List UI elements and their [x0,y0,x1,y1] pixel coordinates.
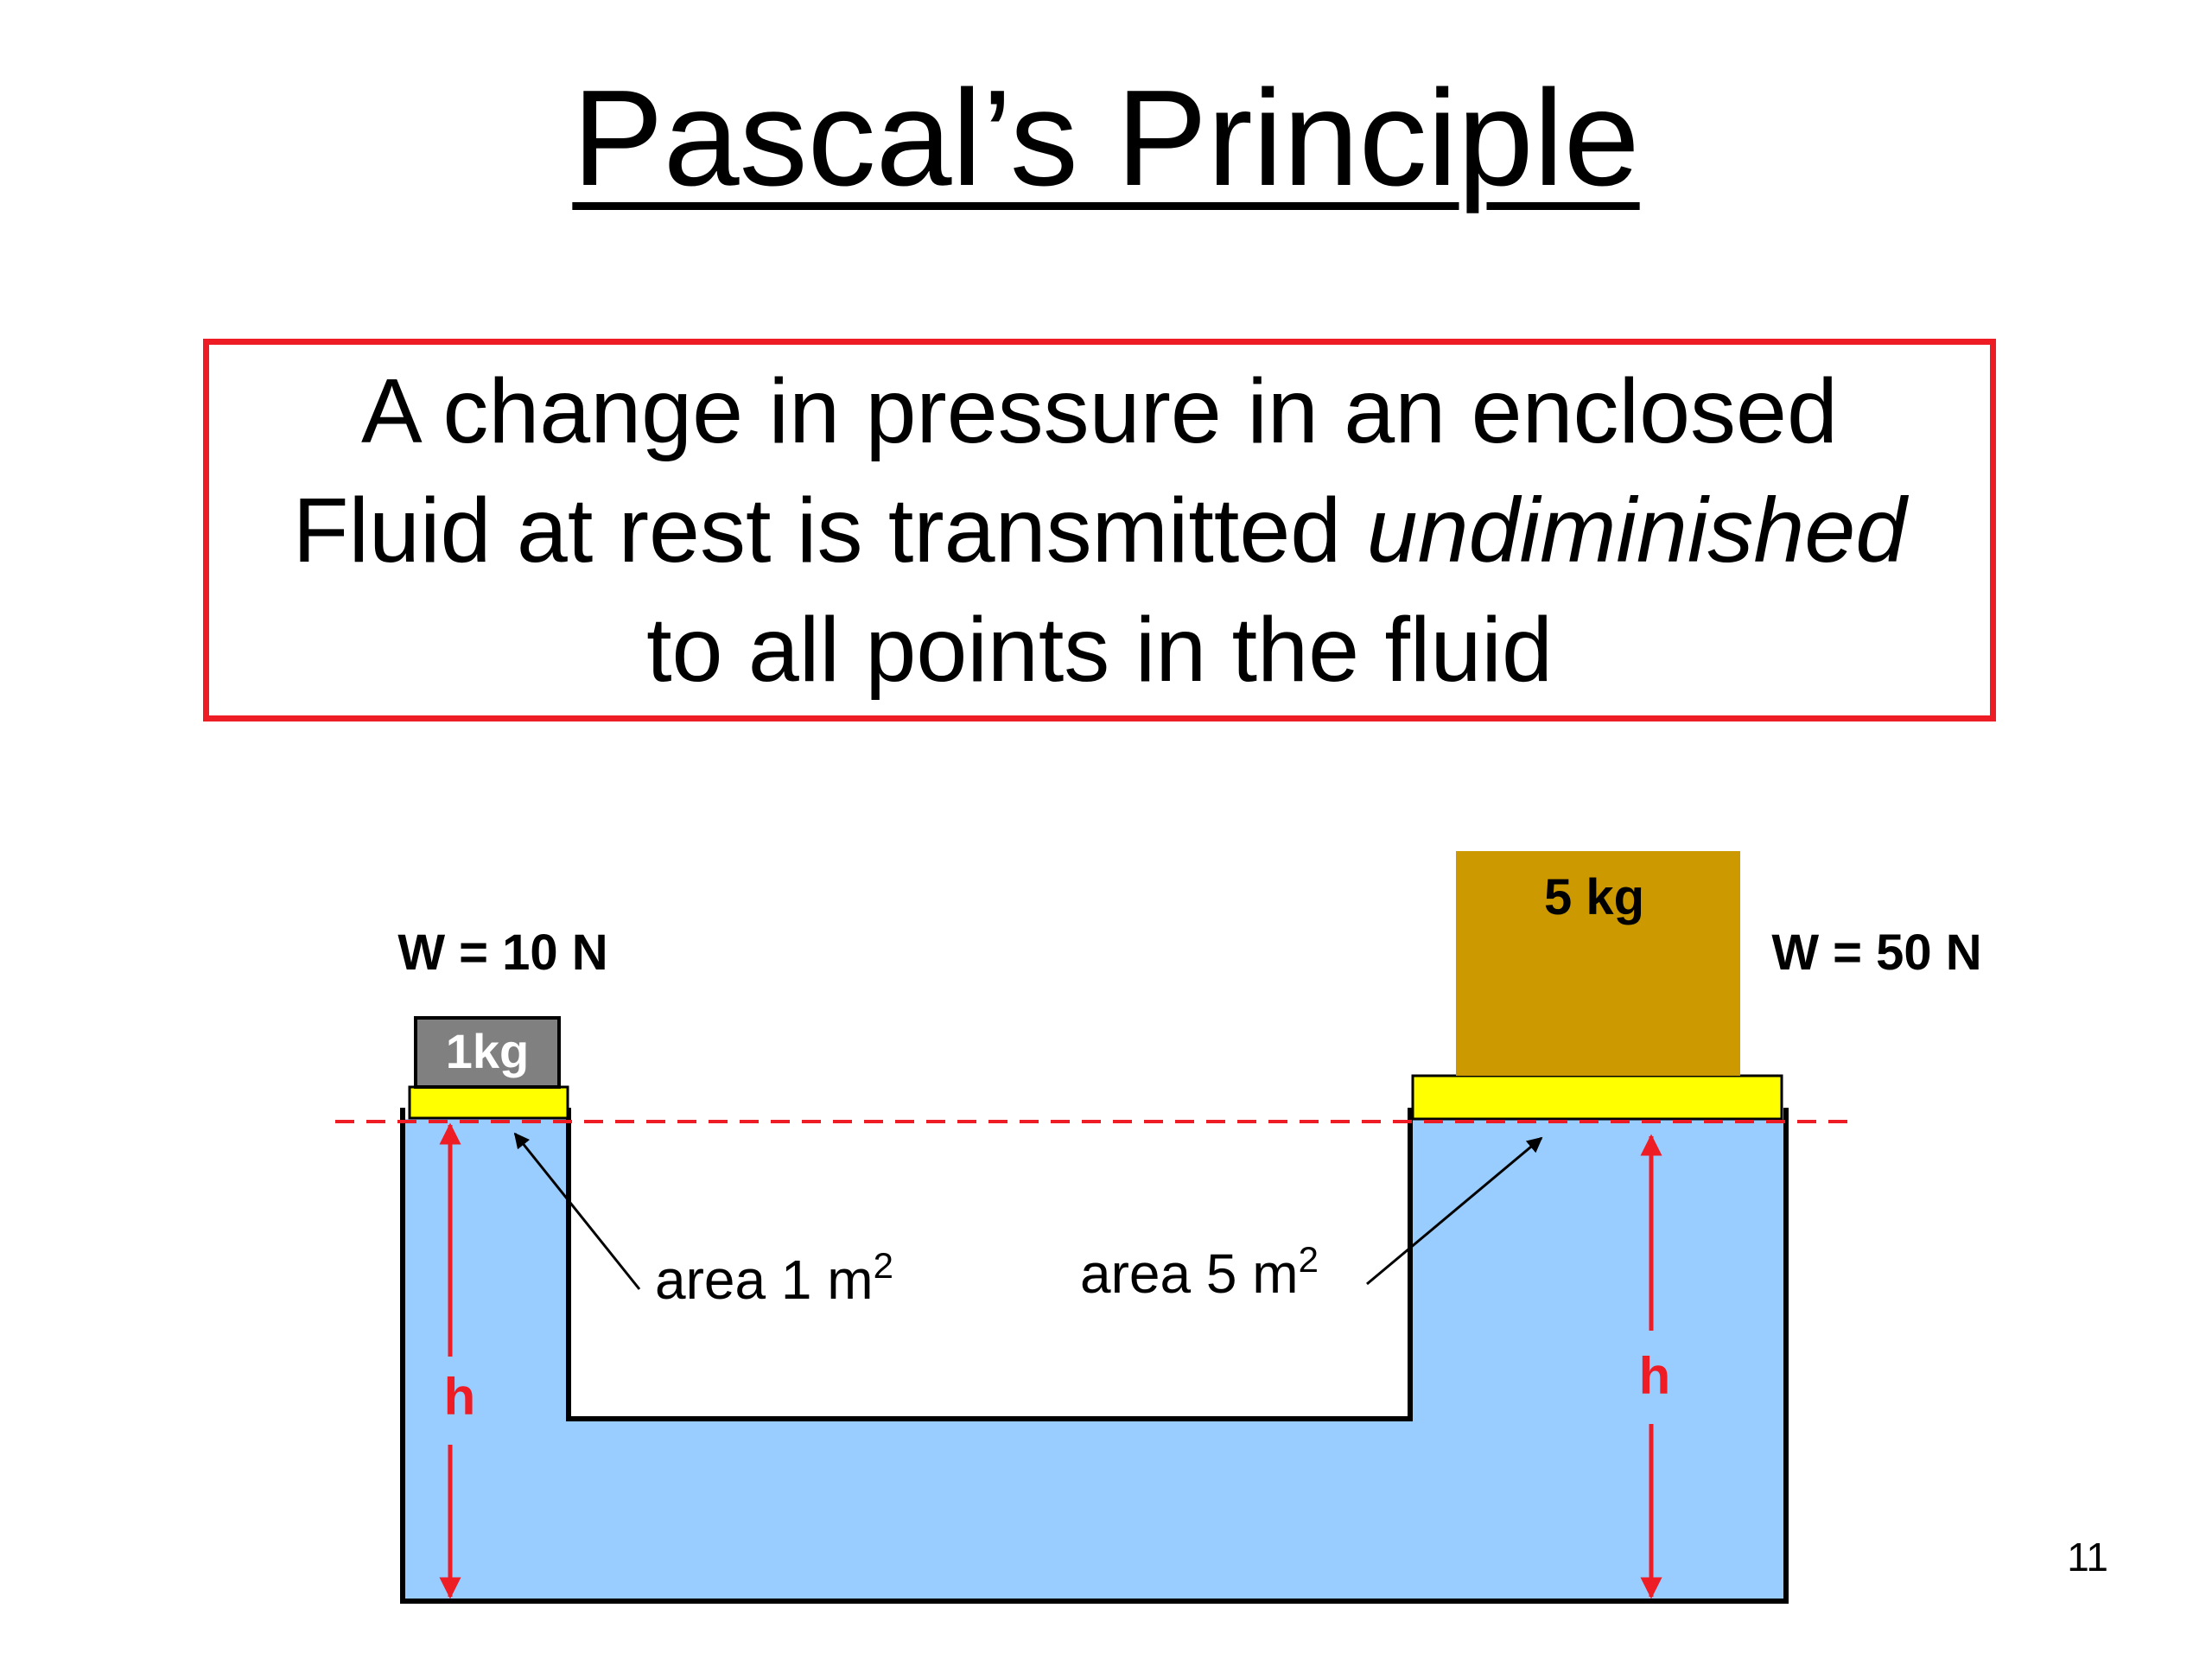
statement-emphasis: undiminished [1366,479,1907,582]
left-area-label: area 1 m2 [655,1245,893,1311]
statement-line-3: to all points in the fluid [646,598,1553,701]
statement-line-2: Fluid at rest is transmitted undiminishe… [293,471,1907,590]
left-area-exponent: 2 [874,1245,893,1286]
right-area-exponent: 2 [1299,1239,1319,1280]
small-mass-block [414,1016,561,1089]
left-piston [408,1085,569,1120]
container-walls [400,1108,1789,1604]
slide-number: 11 [2067,1535,2108,1580]
left-height-label: h [444,1368,476,1426]
right-area-label: area 5 m2 [1080,1239,1319,1305]
right-piston [1411,1074,1783,1121]
right-area-text: area 5 m [1080,1243,1299,1305]
left-weight-label: W = 10 N [397,925,607,981]
left-area-text: area 1 m [655,1249,874,1311]
large-mass-label: 5 kg [1544,869,1644,925]
right-area-pointer [1366,1136,1543,1286]
statement-line-2-text: Fluid at rest is transmitted [292,479,1367,582]
fluid [403,1119,1786,1601]
left-area-pointer [513,1132,641,1290]
large-mass-block [1456,851,1740,1076]
page-title: Pascal’s Principle [572,62,1640,214]
right-height-label: h [1639,1347,1671,1405]
statement-line-1: A change in pressure in an enclosed [361,359,1838,462]
right-weight-label: W = 50 N [1771,925,1981,981]
principle-statement-box: A change in pressure in an enclosed Flui… [203,339,1996,721]
small-mass-label: 1kg [446,1024,530,1078]
